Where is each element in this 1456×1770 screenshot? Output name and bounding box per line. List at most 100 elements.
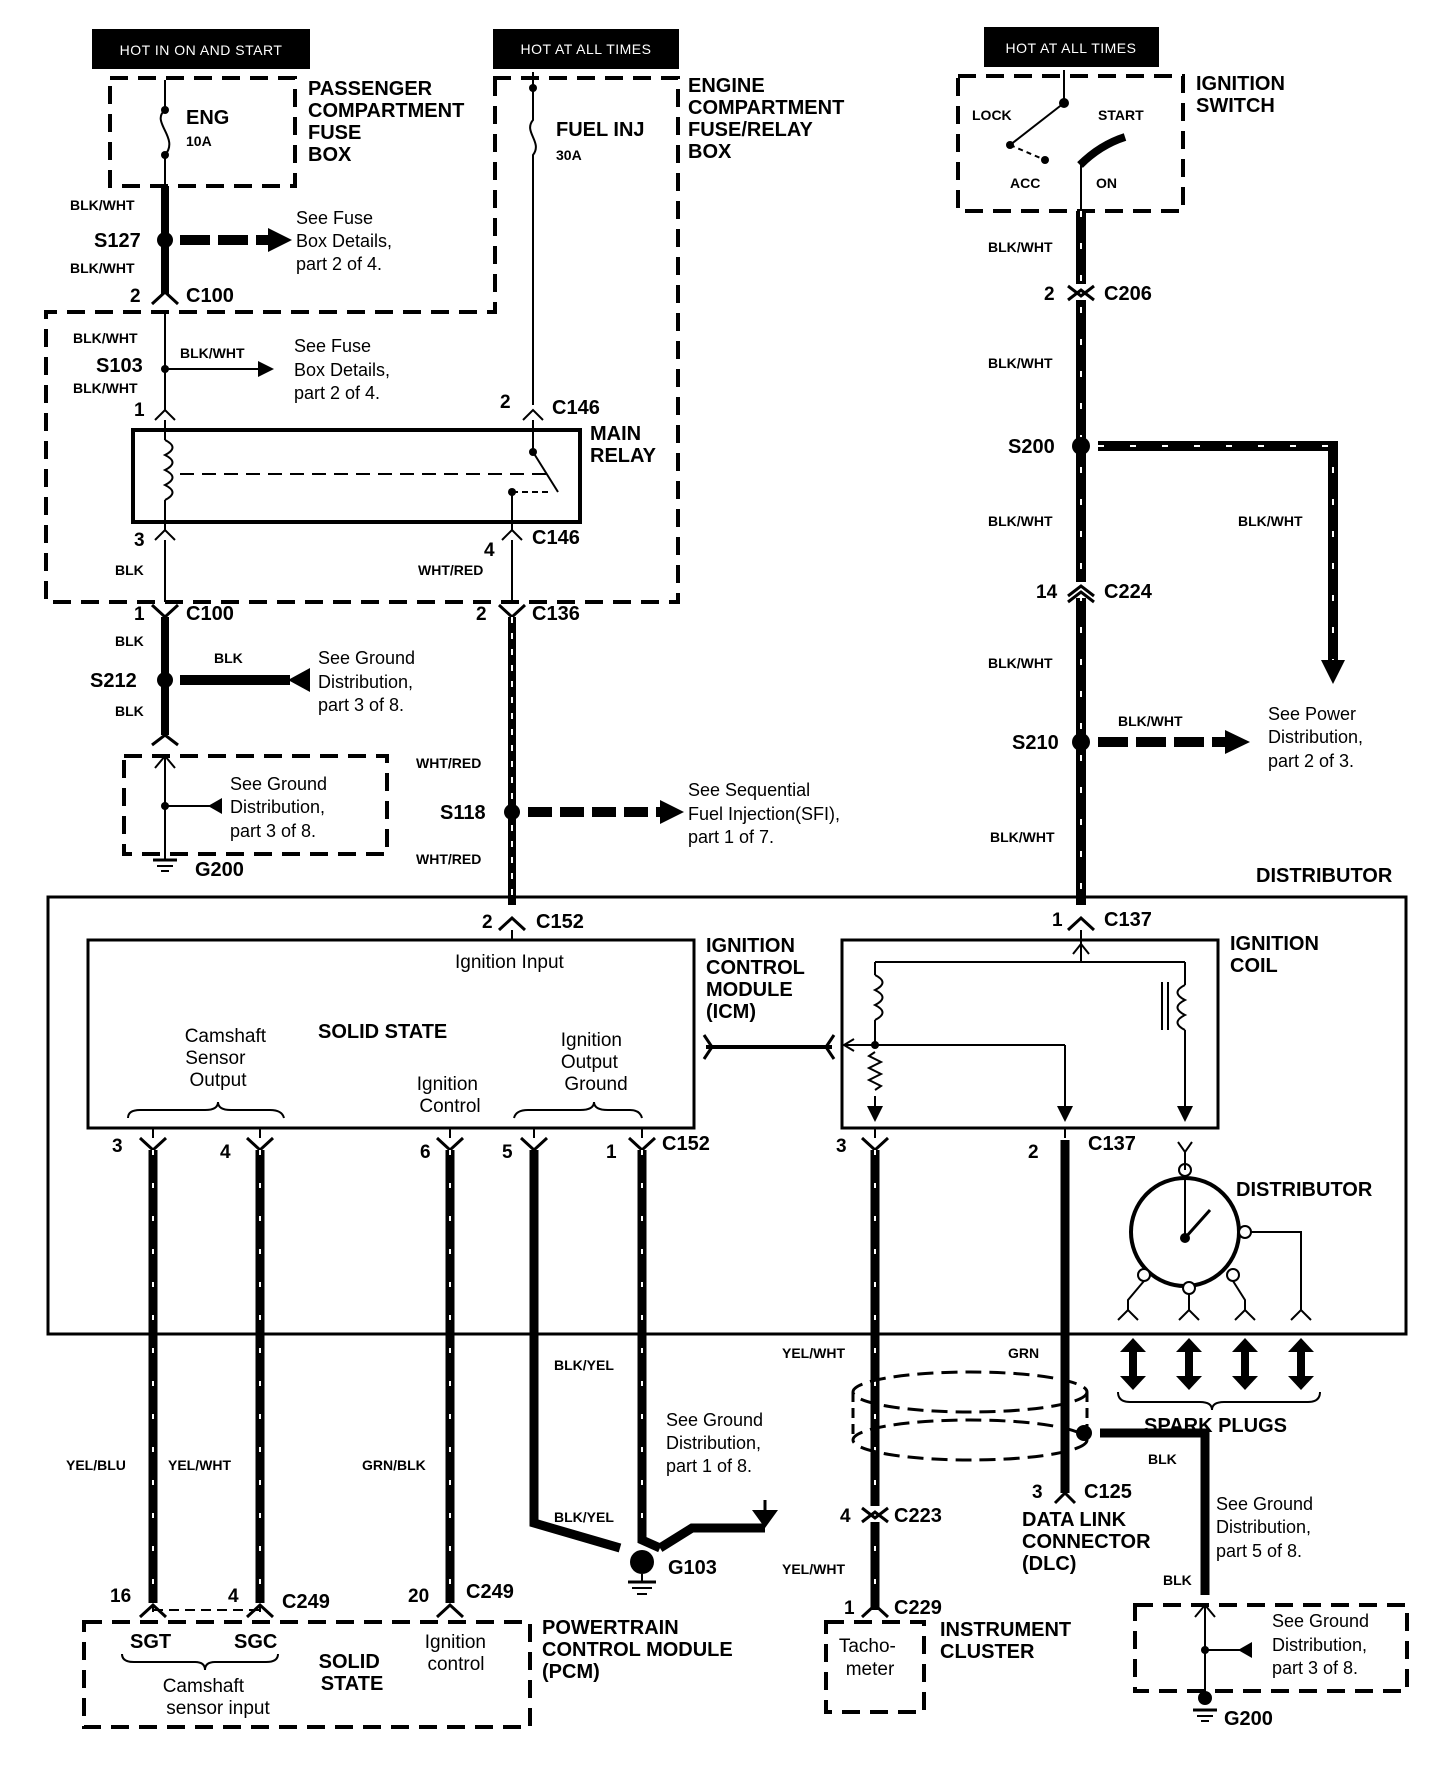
svg-text:BLK/WHT: BLK/WHT <box>180 345 245 361</box>
passenger-fuse-box: PASSENGER COMPARTMENT FUSE BOX <box>108 76 470 188</box>
svg-text:ON: ON <box>1096 175 1117 191</box>
ground-box-g200-b: See Ground Distribution, part 3 of 8. G2… <box>1133 1603 1409 1730</box>
svg-text:6: 6 <box>420 1142 431 1163</box>
svg-text:C152: C152 <box>536 911 584 933</box>
svg-text:BLK: BLK <box>115 633 144 649</box>
connector-c224: 14 C224 <box>1036 581 1153 604</box>
svg-text:C146: C146 <box>532 527 580 549</box>
spark-plugs: SPARK PLUGS <box>1117 1338 1321 1437</box>
icm-label: IGNITION CONTROL MODULE (ICM) <box>706 935 810 1023</box>
splice-s118: S118 <box>440 800 684 824</box>
main-relay: 1 2 C146 MAIN RELAY <box>131 392 657 530</box>
note-ground-dist-s212: See Ground Distribution, part 3 of 8. <box>318 648 420 715</box>
svg-text:4: 4 <box>840 1506 851 1527</box>
svg-text:3: 3 <box>1032 1482 1043 1503</box>
icm-ignition-output-ground: Ignition Output Ground <box>561 1030 628 1095</box>
ignition-control-module: Ignition Input SOLID STATE Camshaft Sens… <box>86 930 836 1130</box>
svg-text:BLK: BLK <box>115 703 144 719</box>
svg-text:C249: C249 <box>282 1591 330 1613</box>
wire-blk-yel-5 <box>529 1150 622 1553</box>
svg-text:SOLID STATE: SOLID STATE <box>318 1021 447 1043</box>
svg-text:WHT/RED: WHT/RED <box>416 755 481 771</box>
svg-text:BLK: BLK <box>214 650 243 666</box>
svg-text:S200: S200 <box>1008 436 1055 458</box>
note-power-dist: See Power Distribution, part 2 of 3. <box>1268 704 1368 771</box>
svg-text:2: 2 <box>1044 284 1055 305</box>
splice-s212: S212 BLK <box>90 650 310 692</box>
svg-text:2: 2 <box>476 604 487 625</box>
svg-text:C136: C136 <box>532 603 580 625</box>
svg-text:1: 1 <box>134 400 145 421</box>
svg-text:START: START <box>1098 107 1144 123</box>
ignition-coil: IGNITION COIL <box>840 930 1319 1130</box>
svg-text:SGT: SGT <box>130 1631 171 1653</box>
powertrain-control-module: 16 4 C249 20 C249 SGT SGC Camshaft senso… <box>82 1581 738 1729</box>
svg-text:LOCK: LOCK <box>972 107 1012 123</box>
svg-text:14: 14 <box>1036 582 1058 603</box>
svg-text:HOT AT ALL TIMES: HOT AT ALL TIMES <box>521 41 652 57</box>
pcm-label: POWERTRAIN CONTROL MODULE (PCM) <box>542 1617 738 1683</box>
svg-text:FUEL INJ: FUEL INJ <box>556 119 645 141</box>
svg-text:2: 2 <box>500 392 511 413</box>
icm-pins: 3 4 6 5 1 C152 <box>112 1128 710 1163</box>
header-hot-all-times-2: HOT AT ALL TIMES <box>984 27 1159 67</box>
svg-text:WHT/RED: WHT/RED <box>416 851 481 867</box>
note-ground-dist-g200b: See Ground Distribution, part 3 of 8. <box>1272 1611 1374 1678</box>
svg-text:Ignition Input: Ignition Input <box>455 952 565 973</box>
svg-text:YEL/WHT: YEL/WHT <box>782 1561 845 1577</box>
svg-text:S118: S118 <box>440 802 486 824</box>
ignition-switch-label: IGNITION SWITCH <box>1196 73 1290 117</box>
svg-text:YEL/BLU: YEL/BLU <box>66 1457 126 1473</box>
ignition-switch: IGNITION SWITCH LOCK START ACC ON <box>956 70 1290 213</box>
svg-text:S103: S103 <box>96 355 143 377</box>
svg-text:YEL/WHT: YEL/WHT <box>782 1345 845 1361</box>
shielded-cable: BLK BLK <box>851 1370 1210 1595</box>
distributor-rotor: DISTRIBUTOR <box>1117 1141 1373 1321</box>
svg-text:S210: S210 <box>1012 732 1059 754</box>
svg-text:C100: C100 <box>186 285 234 307</box>
svg-text:BLK/WHT: BLK/WHT <box>1238 513 1303 529</box>
note-fuse-details-2: See Fuse Box Details, part 2 of 4. <box>294 336 395 403</box>
svg-text:BLK/WHT: BLK/WHT <box>988 355 1053 371</box>
tachometer: 1 C229 Tacho- meter INSTRUMENT CLUSTER <box>824 1597 1071 1714</box>
svg-text:3: 3 <box>112 1136 123 1157</box>
connector-c137-top: 1 C137 <box>1052 909 1152 932</box>
svg-text:30A: 30A <box>556 147 582 163</box>
connector-c136: 2 C136 <box>476 603 580 625</box>
passenger-fuse-box-label: PASSENGER COMPARTMENT FUSE BOX <box>308 78 470 166</box>
splice-s200: S200 BLK/WHT <box>1008 436 1345 684</box>
svg-text:G200: G200 <box>195 859 244 881</box>
distributor-housing: DISTRIBUTOR <box>46 865 1408 1336</box>
svg-text:SGC: SGC <box>234 1631 277 1653</box>
svg-text:2: 2 <box>130 286 141 307</box>
tachometer-label: Tacho- meter <box>839 1636 901 1680</box>
svg-text:5: 5 <box>502 1142 513 1163</box>
connector-c206: 2 C206 <box>1044 283 1152 305</box>
note-ground-dist-g200: See Ground Distribution, part 3 of 8. <box>230 774 332 841</box>
svg-text:4: 4 <box>484 540 495 561</box>
svg-text:BLK/YEL: BLK/YEL <box>554 1357 614 1373</box>
splice-s210: S210 BLK/WHT <box>1012 713 1250 754</box>
svg-text:BLK/WHT: BLK/WHT <box>988 655 1053 671</box>
svg-text:YEL/WHT: YEL/WHT <box>168 1457 231 1473</box>
pcm-solid-state: SOLID STATE <box>319 1651 386 1695</box>
svg-text:C223: C223 <box>894 1505 942 1527</box>
svg-text:BLK: BLK <box>115 562 144 578</box>
svg-text:2: 2 <box>482 912 493 933</box>
connector-c223: 4 C223 <box>840 1505 942 1527</box>
svg-text:S127: S127 <box>94 230 141 252</box>
svg-text:BLK/WHT: BLK/WHT <box>990 829 1055 845</box>
svg-text:C224: C224 <box>1104 581 1153 603</box>
svg-text:BLK/WHT: BLK/WHT <box>988 239 1053 255</box>
svg-text:3: 3 <box>836 1136 847 1157</box>
svg-text:C125: C125 <box>1084 1481 1132 1503</box>
connector-c100-bot: 1 C100 <box>134 603 234 625</box>
icm-cam-sensor-output: Camshaft Sensor Output <box>185 1026 272 1091</box>
svg-text:16: 16 <box>110 1586 131 1607</box>
svg-text:HOT AT ALL TIMES: HOT AT ALL TIMES <box>1006 40 1137 56</box>
svg-text:1: 1 <box>1052 910 1063 931</box>
svg-text:4: 4 <box>220 1142 231 1163</box>
connector-c100-top: 2 C100 <box>130 285 234 307</box>
eng-fuse: ENG 10A <box>159 80 229 186</box>
svg-text:BLK/WHT: BLK/WHT <box>73 380 138 396</box>
